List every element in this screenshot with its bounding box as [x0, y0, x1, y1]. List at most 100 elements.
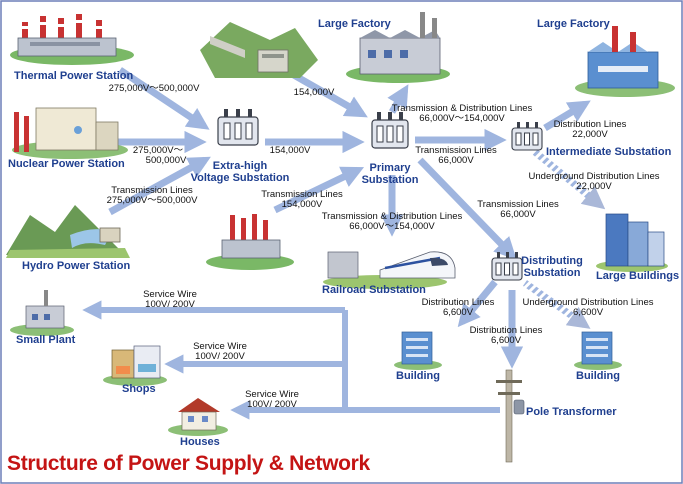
ann-trans66b-a: Transmission Lines [477, 199, 559, 210]
ann-nuclear-b: 500,000V [145, 155, 187, 166]
distributing-substation-icon [491, 252, 523, 281]
ann-service-1: Service Wire 100V/ 200V [143, 290, 197, 310]
ann-td-rail-b: 66,000V～154,000V [349, 221, 435, 232]
ann-dist22-b: 22,000V [572, 129, 608, 140]
ann-dist6600c-a: Distribution Lines [469, 325, 543, 336]
arrow-thermal-to-ehv [118, 67, 210, 130]
label-distributing-substation: Distributing Substation [521, 255, 583, 279]
label-houses: Houses [180, 436, 220, 448]
ann-nuclear: 275,000V～ 500,000V [130, 145, 187, 166]
ann-td-top: Transmission & Distribution Lines 66,000… [392, 104, 533, 124]
label-pole-transformer: Pole Transformer [526, 406, 617, 418]
label-small-plant: Small Plant [16, 334, 76, 346]
dam-illustration [200, 22, 318, 78]
large-buildings-illustration [596, 213, 668, 272]
thermal-plant-2-illustration [206, 214, 294, 270]
ann-ug6600-a: Underground Distribution Lines [522, 297, 654, 308]
ann-dist6600l-a: Distribution Lines [421, 297, 495, 308]
label-building-left: Building [396, 370, 440, 382]
label-shops: Shops [122, 383, 156, 395]
ann-plant: Transmission Lines 154,000V [261, 190, 342, 210]
ann-td-top-a: Transmission & Distribution Lines [391, 103, 533, 114]
ann-ehv-primary: 154,000V [270, 146, 311, 156]
label-ehv-substation: Extra-high Voltage Substation [191, 160, 290, 184]
ann-hydro-b: 275,000V～500,000V [106, 195, 198, 206]
label-railroad-substation: Railroad Substation [322, 284, 426, 296]
underground-arrows [522, 149, 606, 329]
label-intermediate-substation: Intermediate Substation [546, 146, 672, 158]
arrow-intermediate-to-factory [543, 100, 591, 132]
ann-ug6600: Underground Distribution Lines 6,600V [523, 298, 654, 318]
label-distributing-line1: Distributing [521, 255, 583, 267]
building-left-illustration [394, 331, 442, 370]
ann-svc3-b: 100V/ 200V [247, 399, 297, 410]
ann-service-3: Service Wire 100V/ 200V [245, 390, 299, 410]
houses-illustration [168, 398, 228, 436]
label-large-factory-1: Large Factory [318, 18, 391, 30]
label-large-buildings: Large Buildings [596, 270, 680, 282]
ann-thermal-text: 275,000V～500,000V [108, 83, 200, 94]
arrow-underground-to-building [522, 280, 591, 329]
label-distributing-line2: Substation [523, 267, 581, 279]
ann-plant-a: Transmission Lines [261, 189, 343, 200]
pole-transformer-illustration [496, 369, 525, 463]
ann-svc2-a: Service Wire [193, 341, 247, 352]
arrow-primary-to-distributing [417, 157, 517, 260]
label-primary-line2: Substation [361, 174, 419, 186]
page-title: Structure of Power Supply & Network [7, 452, 370, 475]
label-ehv-line1: Extra-high [212, 160, 268, 172]
ann-hydro-a: Transmission Lines [111, 185, 193, 196]
ann-td-top-b: 66,000V～154,000V [419, 113, 505, 124]
ann-dam: 154,000V [294, 88, 335, 98]
label-hydro-power-station: Hydro Power Station [22, 260, 131, 272]
primary-substation-icon [371, 112, 409, 149]
ann-dist6600l-b: 6,600V [442, 307, 474, 318]
factory-2-illustration [575, 26, 675, 97]
arrow-primary-to-factory [387, 84, 409, 114]
nuclear-station-illustration [12, 107, 128, 159]
ann-trans66-b: 66,000V [438, 155, 474, 166]
ann-ug22-b: 22,000V [576, 181, 612, 192]
ann-hydro: Transmission Lines 275,000V～500,000V [107, 186, 198, 206]
ann-trans66: Transmission Lines 66,000V [415, 146, 496, 166]
ann-nuclear-a: 275,000V～ [132, 145, 184, 156]
ann-ug6600-b: 6,600V [572, 307, 604, 318]
ann-ug22: Underground Distribution Lines 22,000V [529, 172, 660, 192]
railroad-illustration [323, 251, 456, 289]
label-thermal-power-station: Thermal Power Station [14, 70, 134, 82]
ann-dist6600-left: Distribution Lines 6,600V [422, 298, 495, 318]
label-building-right: Building [576, 370, 620, 382]
ann-trans66b: Transmission Lines 66,000V [477, 200, 558, 220]
label-ehv-line2: Voltage Substation [190, 172, 290, 184]
label-nuclear-power-station: Nuclear Power Station [8, 158, 125, 170]
ann-svc1-b: 100V/ 200V [145, 299, 195, 310]
label-primary-line1: Primary [369, 162, 411, 174]
ann-dist22: Distribution Lines 22,000V [554, 120, 627, 140]
arrow-hydro-to-ehv [108, 156, 211, 216]
label-large-factory-2: Large Factory [537, 18, 610, 30]
shops-illustration [103, 345, 167, 386]
ann-svc2-b: 100V/ 200V [195, 351, 245, 362]
ehv-substation-icon [217, 109, 259, 146]
ann-thermal: 275,000V～500,000V [109, 84, 200, 94]
ann-svc1-a: Service Wire [143, 289, 197, 300]
ann-dam-text: 154,000V [293, 87, 335, 98]
ann-dist22-a: Distribution Lines [553, 119, 627, 130]
arrow-plant-to-primary [273, 166, 365, 214]
ann-ug22-a: Underground Distribution Lines [528, 171, 660, 182]
factory-1-illustration [346, 12, 450, 83]
ann-plant-b: 154,000V [281, 199, 323, 210]
thermal-station-illustration [10, 14, 134, 65]
ann-ehv-primary-text: 154,000V [269, 145, 311, 156]
ann-trans66-a: Transmission Lines [415, 145, 497, 156]
ann-dist6600-center: Distribution Lines 6,600V [470, 326, 543, 346]
hydro-station-illustration [6, 205, 130, 258]
arrow-distributing-to-building [457, 279, 498, 328]
ann-svc3-a: Service Wire [245, 389, 299, 400]
label-primary-substation: Primary Substation [362, 162, 419, 186]
ann-trans66b-b: 66,000V [500, 209, 536, 220]
ann-td-rail: Transmission & Distribution Lines 66,000… [322, 212, 463, 232]
building-right-illustration [574, 331, 622, 370]
ann-dist6600c-b: 6,600V [490, 335, 522, 346]
